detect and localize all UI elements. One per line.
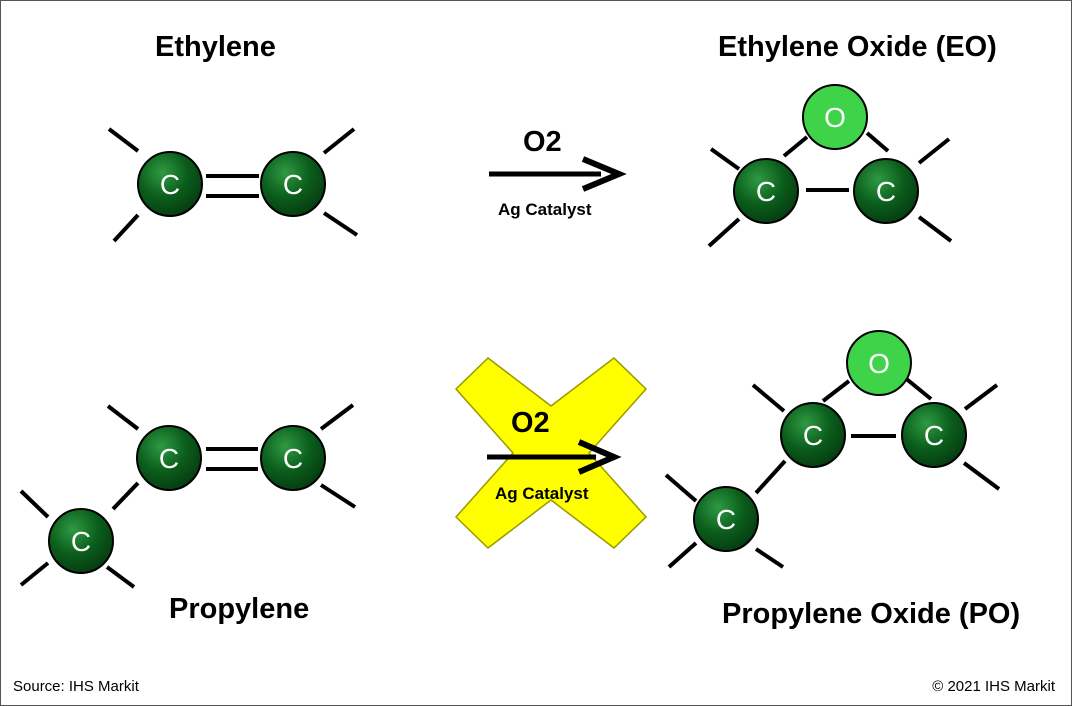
carbon-atom-label: C: [283, 443, 303, 474]
reagent-label: O2: [523, 126, 562, 158]
bond: [821, 379, 851, 403]
oxygen-atom-label: O: [868, 348, 890, 379]
carbon-atom: [853, 158, 919, 224]
arrow-head-icon: [577, 439, 622, 475]
bond: [667, 541, 698, 569]
carbon-atom-label: C: [160, 169, 180, 200]
carbon-atom-label: C: [71, 526, 91, 557]
bond: [917, 137, 951, 165]
reagent-label: O2: [511, 407, 550, 439]
bond: [963, 383, 999, 411]
bond: [782, 135, 809, 158]
propylene-molecule: C C C: [19, 403, 357, 589]
bond: [112, 213, 140, 243]
catalyst-label: Ag Catalyst: [495, 484, 589, 503]
bond: [754, 547, 785, 569]
bond: [322, 127, 356, 155]
bond: [107, 127, 140, 153]
ethylene-molecule: C C: [107, 127, 359, 243]
bond: [962, 461, 1001, 491]
carbon-atom-label: C: [876, 176, 896, 207]
carbon-atom: [136, 425, 202, 491]
bond: [917, 215, 953, 243]
carbon-atom: [901, 402, 967, 468]
oxygen-atom-label: O: [824, 102, 846, 133]
propylene-oxide-molecule: O C C C: [664, 330, 1001, 569]
carbon-atom-label: C: [159, 443, 179, 474]
carbon-atom-label: C: [283, 169, 303, 200]
ethylene-oxide-molecule: O C C: [707, 84, 953, 248]
bond: [664, 473, 698, 503]
source-note: Source: IHS Markit: [13, 678, 139, 695]
top-reaction-arrow: O2 Ag Catalyst: [489, 126, 627, 219]
bond: [865, 131, 890, 153]
bond: [106, 404, 140, 431]
bond: [751, 383, 786, 413]
carbon-atom: [260, 425, 326, 491]
carbon-atom: [48, 508, 114, 574]
carbon-atom: [137, 151, 203, 217]
oxygen-atom: [802, 84, 868, 150]
ethylene-label: Ethylene: [155, 31, 276, 63]
bottom-reaction-arrow: O2 Ag Catalyst: [454, 357, 648, 549]
carbon-atom: [733, 158, 799, 224]
bond: [322, 211, 359, 237]
carbon-atom: [780, 402, 846, 468]
bond: [19, 489, 50, 519]
carbon-atom: [693, 486, 759, 552]
propylene-oxide-label: Propylene Oxide (PO): [722, 598, 1021, 630]
carbon-atom-label: C: [803, 420, 823, 451]
bond: [105, 565, 136, 589]
bond: [319, 483, 357, 509]
propylene-label: Propylene: [169, 593, 310, 625]
bond: [902, 375, 933, 401]
bond: [319, 403, 355, 431]
bond: [111, 481, 140, 511]
bond: [19, 561, 50, 587]
carbon-atom-label: C: [716, 504, 736, 535]
catalyst-label: Ag Catalyst: [498, 200, 592, 219]
ethylene-oxide-label: Ethylene Oxide (EO): [718, 31, 997, 63]
carbon-atom: [260, 151, 326, 217]
bond: [754, 459, 787, 495]
bond: [709, 147, 741, 171]
oxygen-atom: [846, 330, 912, 396]
carbon-atom-label: C: [924, 420, 944, 451]
bond: [707, 217, 741, 248]
copyright-note: © 2021 IHS Markit: [932, 678, 1055, 695]
cross-out-icon: [454, 357, 648, 549]
arrow-head-icon: [581, 156, 627, 192]
carbon-atom-label: C: [756, 176, 776, 207]
